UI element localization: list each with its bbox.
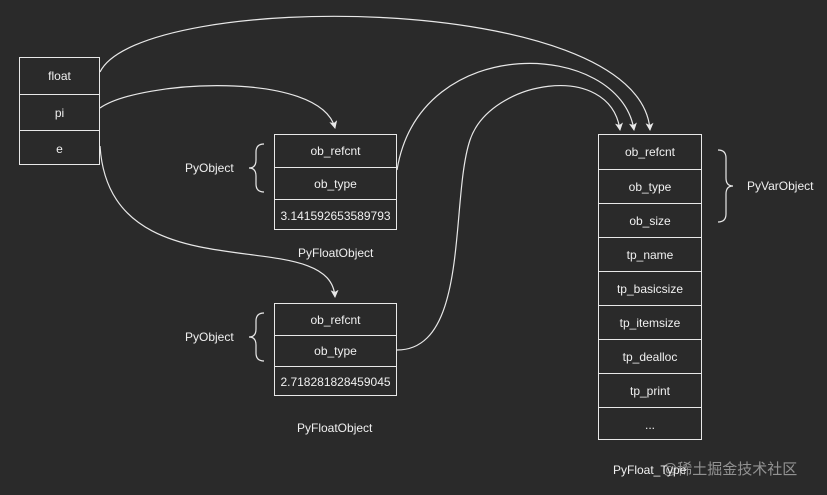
names-table: float pi e [19, 57, 100, 165]
pi-ob-refcnt: ob_refcnt [310, 144, 361, 158]
arrow-pi-to-object [99, 85, 338, 129]
name-cell-float: float [48, 69, 71, 83]
arrow-e-to-object [99, 145, 339, 298]
e-object-caption: PyFloatObject [297, 421, 373, 435]
pi-ob-fval: 3.141592653589793 [275, 199, 396, 231]
e-ob-fval: 2.718281828459045 [275, 366, 396, 397]
type-tp-itemsize: tp_itemsize [599, 305, 701, 339]
pi-pyobject-label: PyObject [185, 161, 234, 175]
type-ob-type: ob_type [599, 169, 701, 203]
brace-e-pyobject [248, 312, 265, 362]
pi-ob-type: ob_type [275, 167, 396, 199]
type-ob-refcnt: ob_refcnt [624, 145, 676, 159]
e-ob-refcnt: ob_refcnt [310, 312, 361, 327]
type-ob-size: ob_size [599, 203, 701, 237]
watermark-text: @稀土掘金技术社区 [662, 461, 798, 478]
type-tp-basicsize: tp_basicsize [599, 271, 701, 305]
e-float-object: ob_refcnt ob_type 2.718281828459045 [274, 303, 397, 396]
pyfloat-type-caption: PyFloat_Type [613, 463, 687, 477]
pi-object-caption: PyFloatObject [298, 246, 374, 260]
name-cell-e: e [20, 130, 99, 166]
pi-float-object: ob_refcnt ob_type 3.141592653589793 [274, 134, 397, 230]
name-cell-pi: pi [20, 94, 99, 130]
pyfloat-type-object: ob_refcnt ob_type ob_size tp_name tp_bas… [598, 134, 702, 440]
arrow-e-obtype-to-type [396, 85, 623, 351]
type-tp-name: tp_name [599, 237, 701, 271]
e-ob-type: ob_type [275, 335, 396, 366]
type-tp-dealloc: tp_dealloc [599, 339, 701, 373]
arrow-float-to-type [99, 15, 654, 131]
pyvarobject-label: PyVarObject [747, 179, 814, 193]
type-tp-print: tp_print [599, 373, 701, 407]
arrow-pi-obtype-to-type [396, 62, 637, 171]
brace-pyvarobject [717, 149, 734, 223]
e-pyobject-label: PyObject [185, 330, 234, 344]
type-ellipsis: ... [599, 407, 701, 441]
brace-pi-pyobject [248, 143, 265, 193]
